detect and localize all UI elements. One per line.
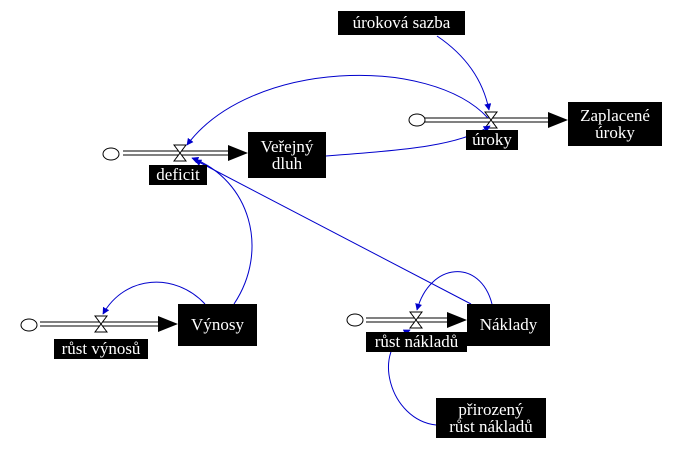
cloud-icon (20, 113, 426, 332)
flow-rust-vynosu-pipe (40, 316, 178, 332)
verejny-dluh-stock: Veřejný dluh (248, 132, 326, 178)
vynosy-stock: Výnosy (178, 304, 257, 346)
prirozeny-rust-nakladu-label: přirozený růst nákladů (436, 398, 546, 438)
zaplacene-uroky-stock: Zaplacené úroky (568, 102, 662, 146)
flow-uroky-pipe (424, 112, 568, 128)
rust-nakladu-label: růst nákladů (366, 332, 467, 352)
zaplacene-uroky-line2: úroky (595, 123, 635, 142)
uroky-label: úroky (466, 130, 518, 150)
prirozeny-rust-line2: růst nákladů (449, 417, 533, 436)
rust-vynosu-label: růst výnosů (54, 339, 148, 359)
deficit-label: deficit (149, 165, 207, 185)
verejny-dluh-line2: dluh (271, 154, 303, 173)
urokova-sazba-label: úroková sazba (338, 11, 465, 35)
flow-rust-nakladu-pipe (366, 312, 467, 328)
prirozeny-rust-line1: přirozený (458, 400, 524, 419)
verejny-dluh-line1: Veřejný (260, 137, 314, 156)
naklady-stock: Náklady (467, 304, 550, 346)
zaplacene-uroky-line1: Zaplacené (580, 106, 650, 125)
info-links (102, 35, 493, 426)
flow-deficit-pipe (123, 145, 248, 161)
